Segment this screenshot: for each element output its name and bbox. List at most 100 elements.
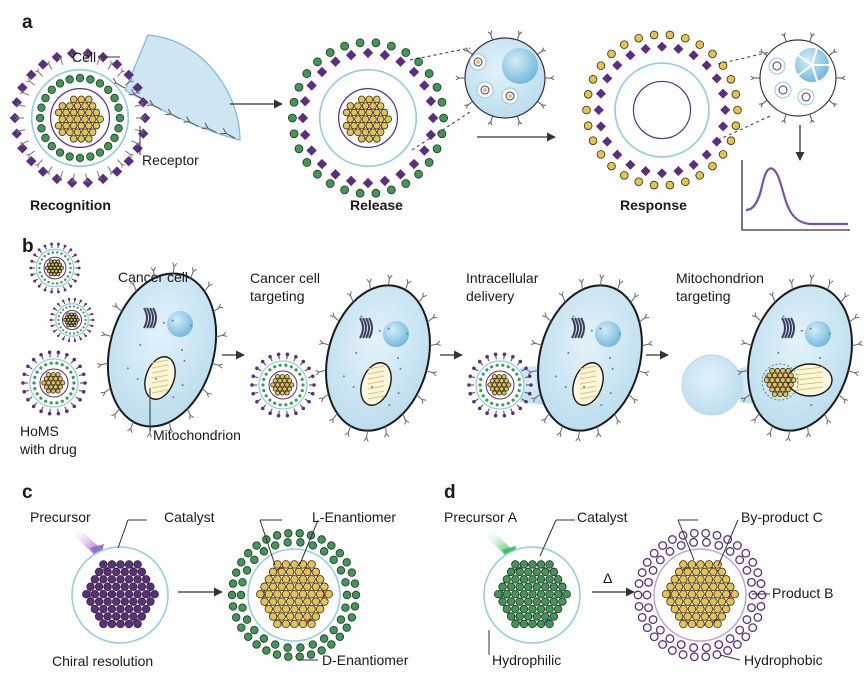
core-bead [679,589,688,599]
receptor-arm [544,312,547,317]
receptor-arm [541,418,546,422]
core-bead [286,612,295,621]
receptor-arm [406,279,409,284]
receptor-label: Receptor [142,152,199,168]
receptor-arm [737,371,742,376]
mini-homs-core [778,85,788,95]
core-bead [315,604,325,614]
outer-bead [313,169,322,179]
c-catalyst-label: Catalyst [164,509,215,525]
shell-dot [38,266,41,270]
core-bead [50,262,55,267]
receptor-arm [133,280,135,285]
receptor-arm [490,121,493,126]
core-bead [709,597,718,606]
receptor-arm [389,274,393,279]
ligand-diamond [26,155,37,167]
shell-dot [43,278,47,282]
core-bead [489,378,495,384]
shell-dot [57,318,60,322]
shell-dot [515,372,519,376]
d-enantiomer-bead [296,643,305,652]
receptor-stem [641,343,649,347]
receptor-arm [530,342,536,345]
core-bead [90,575,100,584]
core-bead [107,589,117,599]
peg-end [73,297,77,301]
core-bead [506,582,516,591]
core-bead [498,582,507,591]
panel-letter-d: d [444,482,456,503]
core-bead [124,575,134,584]
peg-end [472,366,476,371]
shell-dot [59,326,62,329]
core-bead [541,582,550,591]
core-bead [700,597,709,606]
ligand-diamond [602,73,613,84]
core-bead [82,589,91,599]
core-bead [717,567,727,577]
signal-plot [741,160,850,231]
receptor-arm [843,398,849,401]
outer-bead [583,121,593,130]
outer-bead [588,136,598,145]
d-enantiomer-bead [295,529,304,538]
core-bead [501,390,507,396]
receptor-arm [810,119,813,124]
byproduct-c-bead [725,546,735,556]
ligand-diamond [395,169,406,180]
cristae [579,370,597,375]
receptor-arm [487,121,492,125]
core-bead [492,390,498,396]
peg-end [69,248,73,252]
core-bead [116,589,125,599]
receptor-arm [769,432,772,437]
shell-bead [65,152,74,161]
shell-dot [72,381,76,385]
shell-dot [72,332,76,335]
shell-dot [49,401,53,405]
receptor-arm [86,179,90,183]
core-bead [290,589,299,599]
receptor-stem [762,51,768,57]
core-bead [62,108,70,117]
core-bead [499,386,505,392]
core-bead [511,575,520,584]
core-bead [59,265,64,270]
peg-end [30,259,34,263]
core-bead [90,589,100,599]
d-enantiomer-bead [335,549,345,558]
receptor-arm [318,342,324,345]
cancer-cell-label: Cancer cell [118,269,188,285]
core-bead [549,582,559,591]
step2-label-line1: Intracellular [466,270,539,286]
d-catalyst-leader3 [677,519,695,561]
receptor-arm [781,33,785,37]
receptor-arm [601,274,605,279]
core-bead [380,108,389,117]
peg-end [301,359,306,364]
core-bead [81,102,89,110]
receptor-arm [811,119,815,123]
core-bead [146,582,155,591]
core-bead [683,582,692,591]
core-bead [99,589,108,599]
receptor-arm [633,398,639,401]
receptor-arm [532,397,536,403]
byproduct-c-bead [667,646,677,655]
d-enantiomer-label: D-Enantiomer [322,652,409,668]
receptor-stem [562,295,566,303]
core-bead [721,604,731,614]
core-bead [342,121,351,130]
shell-dot [517,389,521,393]
peg-end [47,350,52,355]
outer-bead [371,188,381,198]
shell-bead [110,133,119,143]
byproduct-c-bead [741,548,751,558]
core-bead [129,582,138,591]
core-bead [315,575,325,584]
core-bead [120,612,129,621]
receptor-arm [110,62,115,65]
receptor-stem [426,370,434,374]
shell-dot [38,271,42,274]
